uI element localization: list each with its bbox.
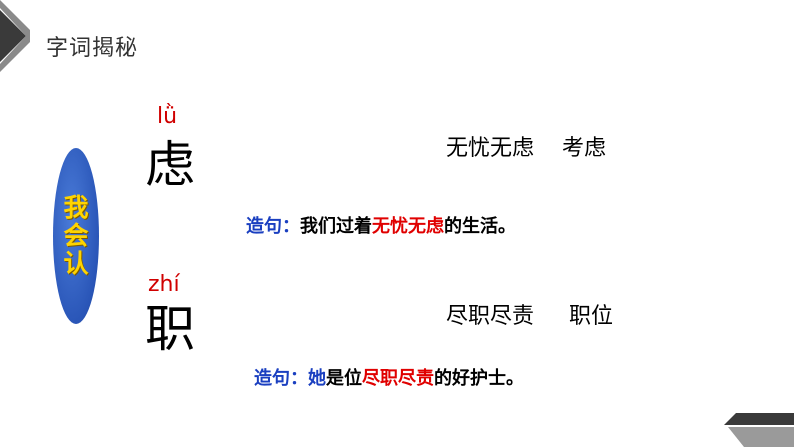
learn-badge: 我 会 认: [53, 148, 99, 324]
sentence-highlight: 无忧无虑: [372, 216, 444, 237]
sentence-text: 的好护士。: [434, 368, 524, 389]
corner-decoration: [724, 413, 794, 447]
sentence-subject: 她: [308, 368, 326, 389]
example-sentence: 造句：她是位尽职尽责的好护士。: [254, 364, 524, 390]
badge-char: 会: [63, 221, 89, 250]
sentence-highlight: 尽职尽责: [362, 368, 434, 389]
sentence-text: 我们过着: [300, 216, 372, 237]
pinyin-label: zhí: [148, 272, 180, 297]
hanzi-character: 虑: [145, 136, 195, 194]
page-title: 字词揭秘: [46, 36, 139, 61]
word-list: 尽职尽责 职位: [446, 304, 613, 329]
sentence-text: 的生活。: [444, 216, 516, 237]
sentence-label: 造句：: [246, 216, 300, 237]
badge-char: 我: [63, 193, 89, 222]
sentence-text: 是位: [326, 368, 362, 389]
badge-char: 认: [63, 249, 89, 278]
word-list: 无忧无虑 考虑: [446, 136, 606, 161]
pinyin-label: lǜ: [157, 104, 178, 129]
hanzi-character: 职: [145, 300, 195, 358]
example-sentence: 造句：我们过着无忧无虑的生活。: [246, 212, 516, 238]
sentence-label: 造句：: [254, 368, 308, 389]
corner-decoration: [0, 0, 30, 72]
